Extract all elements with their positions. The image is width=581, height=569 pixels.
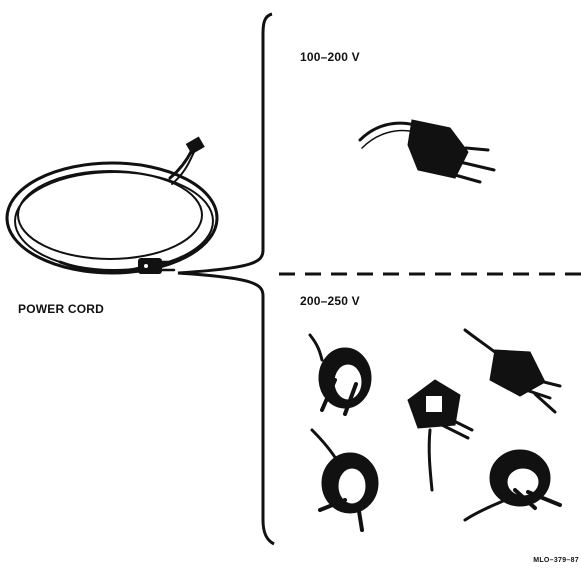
voltage-range-low-label: 100–200 V	[300, 50, 360, 64]
plug-icon-us	[360, 120, 494, 182]
figure-id-label: MLO–379–87	[533, 557, 579, 564]
plug-icon-swiss	[465, 330, 560, 412]
plug-icon-european-2	[312, 430, 378, 530]
power-cord-illustration	[7, 137, 217, 274]
voltage-range-high-label: 200–250 V	[300, 294, 360, 308]
plug-icon-european-1	[310, 335, 371, 414]
plug-icon-round	[465, 450, 560, 520]
power-cord-label: POWER CORD	[18, 302, 104, 316]
range-bracket	[178, 14, 274, 544]
plug-icon-center	[408, 380, 472, 490]
